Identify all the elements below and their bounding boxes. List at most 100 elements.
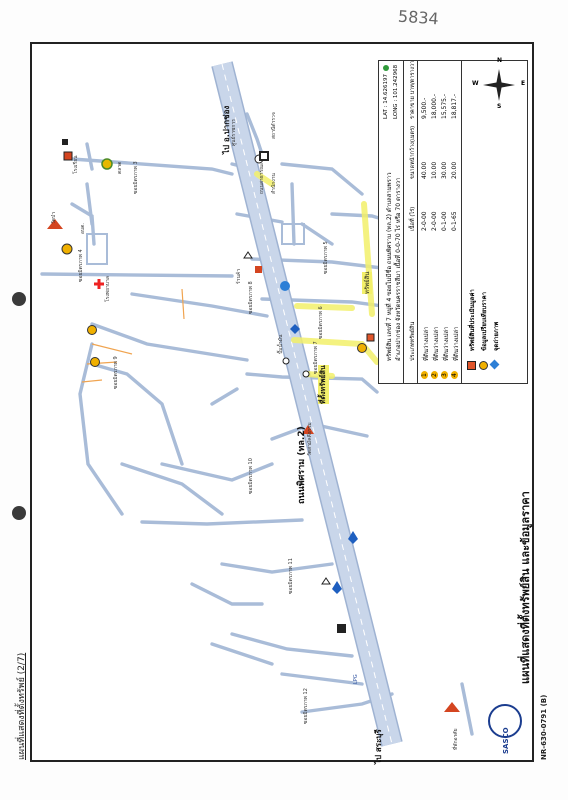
house-icon	[243, 251, 253, 259]
compass-rose-icon	[479, 65, 519, 105]
landmark-label: วัดป่า	[51, 211, 57, 224]
soi-label: ซอยมิตรภาพ 4	[78, 249, 84, 282]
police-icon	[280, 281, 290, 291]
row-number: 3	[441, 371, 448, 379]
landmark-label: ตลาด	[117, 161, 123, 174]
soi-label: ซอยมิตรภาพ 11	[288, 558, 294, 594]
comparison-key-icon	[479, 361, 488, 370]
lane-line	[181, 288, 185, 320]
landmark-label: ศูนย์ราชการ	[231, 119, 237, 146]
landmark-label: ปั๊มน้ำมัน	[278, 334, 284, 354]
landmark-label: ร้านค้า	[236, 268, 242, 284]
column-header: ขนาดหน้ากว้าง(เมตร)	[410, 125, 416, 179]
column-header: ประเภททรัพย์สิน	[410, 321, 416, 361]
marker-1-icon	[357, 343, 367, 353]
road-segment	[300, 222, 334, 246]
landmark-label: อบต.	[80, 222, 86, 234]
lane-line	[91, 343, 133, 355]
lpg-label: LPG	[353, 674, 359, 684]
handwritten-number: 5834	[397, 6, 440, 29]
landmarks	[47, 139, 460, 712]
row-number: 4	[451, 371, 458, 379]
soi-label: ซอยมิตรภาพ 6	[318, 306, 324, 339]
binder-hole	[12, 506, 26, 520]
highlight-road	[294, 303, 355, 311]
road-segment	[120, 462, 224, 516]
road-segment	[245, 112, 264, 156]
road-segment	[190, 582, 264, 606]
road-segment	[280, 162, 364, 196]
road-segment	[460, 682, 474, 736]
marker-2-icon	[87, 325, 97, 335]
compass-north: N	[497, 57, 503, 64]
row-price: 18,000.-	[431, 93, 438, 119]
row-type: ที่ดินว่างเปล่า	[443, 326, 450, 361]
road-segment	[160, 462, 274, 482]
road-segment	[70, 157, 234, 176]
road-segment	[140, 518, 304, 526]
soi-label: ซอยมิตรภาพ 8	[248, 281, 254, 314]
row-type: ที่ดินว่างเปล่า	[423, 326, 430, 361]
row-area: 0-1-65	[451, 211, 458, 231]
road-segment	[85, 182, 94, 226]
legend-panel: ทรัพย์สิน เลขที่ 7 หมู่ที่ 4 ซอยไม่มีชื่…	[378, 57, 528, 384]
landmark-label: วัดสามัคคีธรรม	[307, 422, 313, 456]
road-segment	[280, 672, 364, 686]
road-segment	[40, 272, 234, 278]
row-area: 2-0-00	[421, 211, 428, 231]
signpost-icon	[259, 151, 269, 161]
key-item: ข้อมูลเปรียบเทียบราคา	[481, 291, 488, 351]
row-frontage: 40.00	[421, 161, 428, 179]
row-price: 15,575.-	[441, 93, 448, 119]
house-icon	[321, 577, 331, 585]
photo-point-icon	[282, 357, 290, 365]
road-segment	[210, 642, 274, 666]
soi-label: ซอยมิตรภาพ 3	[133, 161, 139, 194]
soi-label: ซอยมิตรภาพ 7	[313, 341, 319, 374]
gps-icon	[383, 65, 389, 71]
compass-south: S	[497, 103, 502, 110]
soi-label: ซอยมิตรภาพ 9	[113, 356, 119, 389]
gas-station-icon	[332, 581, 342, 594]
map-title: แผนที่แสดงที่ตั้งทรัพย์สิน และข้อมูลราคา	[519, 491, 532, 684]
soi-label: ซอยมิตรภาพ 12	[303, 688, 309, 724]
binder-hole	[12, 292, 26, 306]
tree-icon	[101, 158, 113, 170]
road-segment	[210, 387, 239, 406]
landmark-label: ที่พักอาศัย	[453, 728, 459, 750]
row-area: 0-1-00	[441, 211, 448, 231]
row-type: ที่ดินว่างเปล่า	[433, 326, 440, 361]
road-segment	[90, 322, 249, 362]
hospital-icon	[94, 279, 104, 289]
latitude: LAT : 14.626197	[383, 74, 389, 119]
marker-3-icon	[90, 357, 100, 367]
block	[281, 223, 305, 245]
landmark-label: สถานีตำรวจ	[271, 112, 277, 139]
divider	[417, 61, 418, 383]
row-number: 1	[421, 371, 428, 379]
school-icon	[63, 151, 73, 161]
legend-subject-text-2: อำเภอปากช่อง จังหวัดนครราชสีมา เนื้อที่ …	[395, 177, 402, 362]
row-frontage: 30.00	[441, 161, 448, 179]
road-segment	[85, 142, 94, 171]
compass-west: W	[472, 80, 479, 87]
compass-east: E	[521, 80, 526, 87]
to-south-label: ไป สระบุรี	[374, 729, 383, 764]
map-canvas	[40, 61, 474, 747]
column-header: ราคาขาย บาท/ตารางวา	[410, 60, 416, 119]
road-segment	[90, 362, 184, 466]
temple-icon	[444, 702, 460, 712]
footer-code: NR-630-0791 (B)	[540, 694, 548, 760]
row-area: 2-0-00	[431, 211, 438, 231]
marker-4-icon	[61, 243, 73, 255]
road-segment	[130, 292, 269, 318]
block	[86, 233, 108, 265]
landmark-label: โรงเรียน	[73, 155, 79, 174]
row-frontage: 20.00	[451, 161, 458, 179]
subject-property-icon	[366, 333, 375, 342]
highway-centerline	[221, 63, 393, 745]
shop-icon	[255, 266, 262, 273]
soi-label: ถนนสาธารณะ	[259, 162, 265, 194]
highlight-road	[254, 171, 275, 187]
temple-icon	[47, 219, 63, 229]
